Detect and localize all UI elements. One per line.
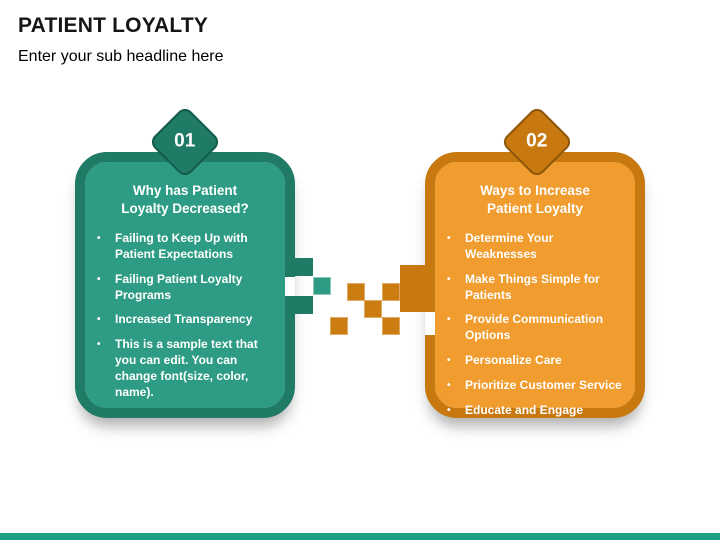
list-item: • Determine Your Weaknesses [443,231,627,263]
bullet-text: Failing to Keep Up with Patient Expectat… [115,231,248,261]
bullet-icon: • [97,339,101,351]
list-item: • Personalize Care [443,353,627,369]
bullet-text: Make Things Simple for Patients [465,271,600,302]
card-title: Ways to Increase Patient Loyalty [480,183,590,216]
bottom-accent-bar [0,533,720,540]
bullet-icon: • [447,355,451,367]
connector-notch [425,312,435,335]
bullet-icon: • [97,314,101,326]
bullet-icon: • [447,273,451,285]
connector-square [347,283,365,301]
connector-notch [285,277,295,296]
bullet-text: Personalize Care [465,353,562,368]
bullet-text: Prioritize Customer Service [465,378,622,393]
bullet-list: • Failing to Keep Up with Patient Expect… [85,231,285,401]
list-item: • Make Things Simple for Patients [443,272,627,304]
bullet-icon: • [447,233,451,245]
step-number: 02 [526,130,548,152]
bullet-text: Increased Transparency [115,312,253,327]
bullet-list: • Determine Your Weaknesses • Make Thing… [435,231,635,419]
bullet-icon: • [97,273,101,285]
bullet-text: Educate and Engage [465,403,584,418]
bullet-text: This is a sample text that you can edit.… [115,337,258,399]
connector-square [295,296,313,314]
list-item: • Educate and Engage [443,403,627,419]
page-subtitle: Enter your sub headline here [18,48,224,65]
list-item: • Increased Transparency [93,312,277,328]
list-item: • Provide Communication Options [443,312,627,344]
bullet-text: Determine Your Weaknesses [465,231,554,261]
step-number: 01 [174,130,196,152]
list-item: • This is a sample text that you can edi… [93,337,277,400]
bullet-text: Provide Communication Options [465,312,604,343]
card-title: Why has Patient Loyalty Decreased? [121,183,249,216]
connector-square [330,317,348,335]
bullet-icon: • [97,233,101,245]
list-item: • Prioritize Customer Service [443,378,627,394]
bullet-icon: • [447,314,451,326]
list-item: • Failing Patient Loyalty Programs [93,272,277,304]
connector-block [400,265,427,312]
bullet-icon: • [447,405,451,417]
connector-square [382,283,400,301]
bullet-text: Failing Patient Loyalty Programs [115,271,243,302]
connector-square [295,258,313,276]
bullet-icon: • [447,380,451,392]
card-loyalty-decreased: Why has Patient Loyalty Decreased? • Fai… [75,152,295,418]
connector-square [313,277,331,295]
connector-square [364,300,382,318]
page-title: PATIENT LOYALTY [18,14,209,37]
card-increase-loyalty: Ways to Increase Patient Loyalty • Deter… [425,152,645,418]
connector-square [382,317,400,335]
list-item: • Failing to Keep Up with Patient Expect… [93,231,277,263]
